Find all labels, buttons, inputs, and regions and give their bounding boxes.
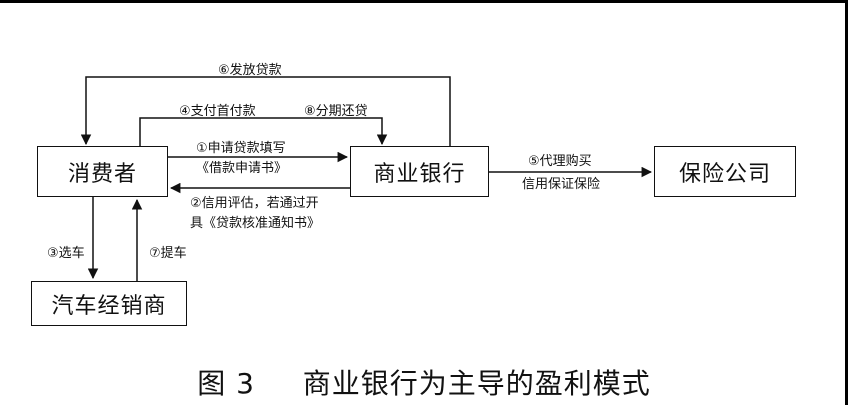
figure-number: 图 3 bbox=[197, 367, 255, 400]
label-credit-line1: ②信用评估，若通过开 bbox=[190, 196, 319, 211]
frame-border-top bbox=[0, 0, 848, 3]
label-select-car: ③选车 bbox=[47, 246, 85, 261]
label-pickup-car: ⑦提车 bbox=[149, 246, 187, 261]
label-down-payment: ④支付首付款 bbox=[179, 104, 256, 119]
figure-title: 商业银行为主导的盈利模式 bbox=[302, 367, 651, 400]
label-credit-line2: 具《贷款核准通知书》 bbox=[190, 216, 321, 231]
label-installment: ⑧分期还贷 bbox=[304, 104, 368, 119]
dealer-box: 汽车经销商 bbox=[31, 281, 187, 326]
dealer-box-label: 汽车经销商 bbox=[51, 293, 167, 319]
label-apply-line1: ①申请贷款填写 bbox=[196, 141, 286, 156]
label-issue-loan: ⑥发放贷款 bbox=[218, 63, 282, 78]
bank-box-label: 商业银行 bbox=[373, 161, 466, 187]
consumer-box: 消费者 bbox=[37, 146, 168, 197]
label-apply-line2: 《借款申请书》 bbox=[196, 161, 288, 176]
frame-border-right bbox=[845, 0, 848, 405]
arrow-issue-loan bbox=[80, 76, 451, 146]
label-insurance-line1: ⑤代理购买 bbox=[528, 154, 592, 169]
label-insurance-line2: 信用保证保险 bbox=[522, 177, 601, 192]
insurance-box: 保险公司 bbox=[654, 146, 796, 197]
insurance-box-label: 保险公司 bbox=[678, 161, 771, 187]
figure-caption: 图 3 商业银行为主导的盈利模式 bbox=[0, 362, 848, 402]
consumer-box-label: 消费者 bbox=[67, 161, 137, 187]
arrow-down-payment bbox=[139, 117, 388, 146]
bank-box: 商业银行 bbox=[350, 146, 489, 197]
